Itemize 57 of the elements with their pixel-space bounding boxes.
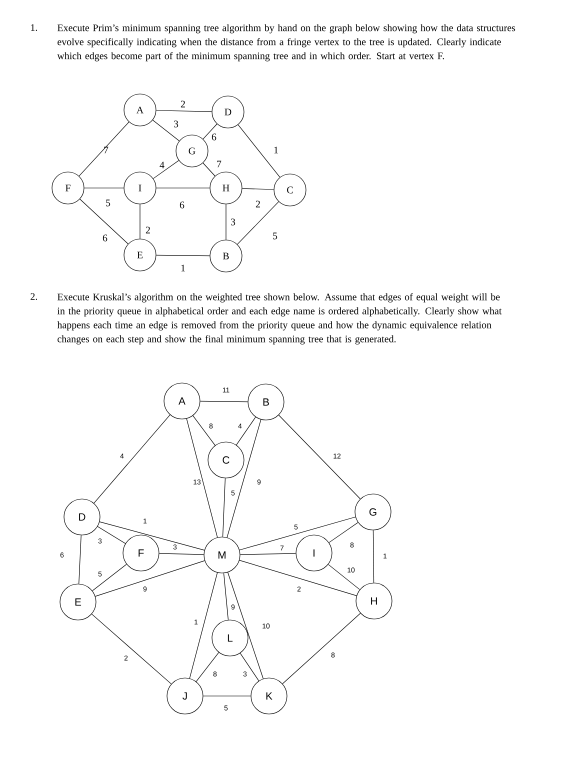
question-number: 2. — [30, 293, 38, 300]
edge-line — [202, 124, 218, 140]
edge-line — [237, 201, 279, 245]
weight-label: 7 — [104, 146, 108, 154]
edge-line — [95, 560, 205, 597]
edge-line — [372, 530, 374, 583]
weight-label: 2 — [146, 226, 150, 234]
question-text: Execute Kruskal’s algorithm on the weighted tree shown below. Assume that edges of equal weight will be in the priority queue in alphabetical order and each edge name is ordered alphabetically. Clearly show what happens each time an edge is removed from the priority queue and how the dynamic equivalence relation changes on each step and show the final minimum spanning tree that is generated. — [57, 293, 502, 344]
edge-line — [240, 553, 296, 555]
edge-line — [189, 572, 218, 679]
question-text: Execute Prim’s minimum spanning tree algorithm by hand on the graph below showing how the data structures evolve specifically indicating when the distance from a fringe vertex to the tree is updated. Clearly indicate which edges become part of the minimum spanning tree and in which order. Start at vertex F. — [57, 24, 516, 62]
edge-line — [223, 572, 229, 620]
weight-label: 5 — [273, 232, 278, 240]
question-number: 1. — [31, 24, 38, 31]
edge-line — [186, 418, 218, 538]
weight-label: 3 — [230, 218, 236, 226]
edge-line — [78, 122, 130, 176]
edge-line — [238, 124, 280, 178]
edge-line — [158, 553, 204, 555]
edge-line — [78, 534, 82, 584]
edge-line — [328, 522, 358, 543]
edge-line — [156, 254, 210, 256]
edge-line — [202, 162, 216, 176]
edge-line — [94, 414, 170, 504]
weight-label: 3 — [174, 120, 178, 128]
edge-line — [222, 478, 226, 538]
edge-line — [80, 198, 128, 244]
edge-line — [92, 564, 127, 592]
weight-label: 7 — [217, 160, 222, 168]
edge-line — [226, 419, 262, 538]
edge-line — [242, 188, 274, 190]
weight-label: 2 — [256, 200, 260, 208]
edge-line — [239, 560, 357, 596]
edge-line — [196, 652, 220, 682]
weight-label: 6 — [102, 234, 108, 242]
edge-line — [192, 415, 216, 446]
edge-line — [328, 564, 360, 590]
edge-line — [239, 516, 356, 550]
edge-line — [97, 526, 126, 544]
weight-label: 2 — [180, 100, 185, 108]
edge-line — [236, 416, 256, 446]
edge-line — [282, 612, 361, 684]
weight-label: 1 — [181, 264, 185, 272]
edge-line — [200, 400, 248, 402]
weight-label: 4 — [160, 162, 164, 168]
edge-line — [91, 614, 172, 684]
edge-line — [152, 120, 180, 142]
weight-label: 6 — [212, 134, 216, 140]
edge-line — [152, 160, 180, 179]
edge-line — [227, 572, 264, 679]
edge-line — [278, 414, 361, 500]
weight-label: 5 — [106, 200, 110, 206]
weight-label: 6 — [180, 202, 184, 208]
edge-line — [240, 652, 260, 682]
edge-line — [99, 522, 205, 550]
weight-label: 1 — [274, 146, 278, 154]
edge-line — [156, 110, 212, 112]
